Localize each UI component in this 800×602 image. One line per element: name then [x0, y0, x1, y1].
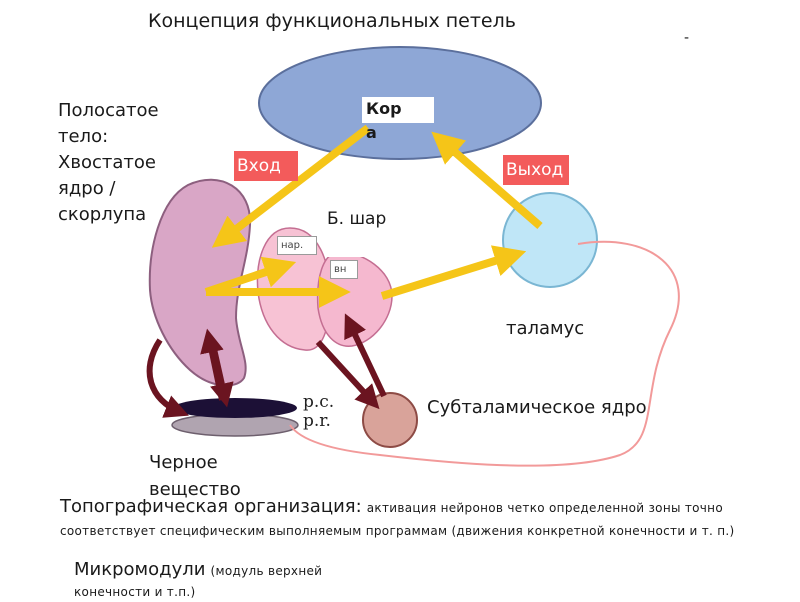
arrow-gpe-to-stn: [315, 339, 380, 410]
input-label-box: Вход: [234, 151, 298, 181]
output-label-box: Выход: [503, 155, 569, 185]
arrow-cortex-to-striatum: [211, 124, 371, 248]
maroon-arrows: [146, 313, 387, 418]
gp-internal-label: вн: [330, 260, 358, 279]
substantia-nigra-label: Черное вещество: [149, 452, 241, 500]
pink-loop-line: [289, 240, 680, 467]
arrow-thalamus-to-cortex: [431, 131, 543, 230]
thalamus-label: таламус: [506, 318, 585, 339]
diagram-title: Концепция функциональных петель: [148, 10, 516, 32]
arrow-striatum-to-nigra-curved: [146, 338, 189, 418]
topographic-text: активация нейронов четко определенной зо…: [60, 501, 735, 538]
topographic-organization-note: Топографическая организация: активация н…: [60, 496, 790, 542]
striatum-label-line: ядро /: [58, 178, 116, 199]
input-label: Вход: [237, 156, 281, 176]
arrow-stn-to-gpi: [344, 313, 387, 398]
pars-reticulata-label: p.r.: [303, 411, 331, 431]
gp-external-label: нар.: [277, 236, 317, 255]
cortex-label-box: Кора: [362, 97, 434, 142]
striatum-label-line: тело:: [58, 126, 109, 147]
arrow-nigra-to-striatum: [200, 328, 225, 401]
arrow-striatum-to-gpe: [204, 256, 297, 296]
cortex-label: Кора: [366, 99, 402, 142]
striatum-label: Полосатое тело: Хвостатое ядро / скорлуп…: [58, 98, 183, 228]
micromodules-heading: Микромодули: [74, 559, 206, 580]
striatum-label-line: скорлупа: [58, 204, 147, 225]
striatum-label-line: Хвостатое: [58, 152, 156, 173]
striatum-label-line: Полосатое: [58, 100, 159, 121]
output-label: Выход: [506, 160, 564, 180]
substantia-nigra-pc-shape: [173, 398, 297, 418]
subthalamic-label: Субталамическое ядро: [427, 397, 647, 418]
yellow-arrows: [204, 124, 543, 308]
micromodules-note: Микромодули (модуль верхней конечности и…: [74, 560, 394, 602]
pars-compacta-label: p.c.: [303, 392, 335, 412]
micromodules-text: (модуль верхней конечности и т.п.): [74, 564, 323, 599]
arrow-gpi-to-thalamus: [380, 245, 527, 300]
corner-mark: -: [684, 30, 690, 46]
globus-pallidus-label: Б. шар: [325, 207, 395, 257]
topographic-heading: Топографическая организация:: [60, 496, 362, 517]
